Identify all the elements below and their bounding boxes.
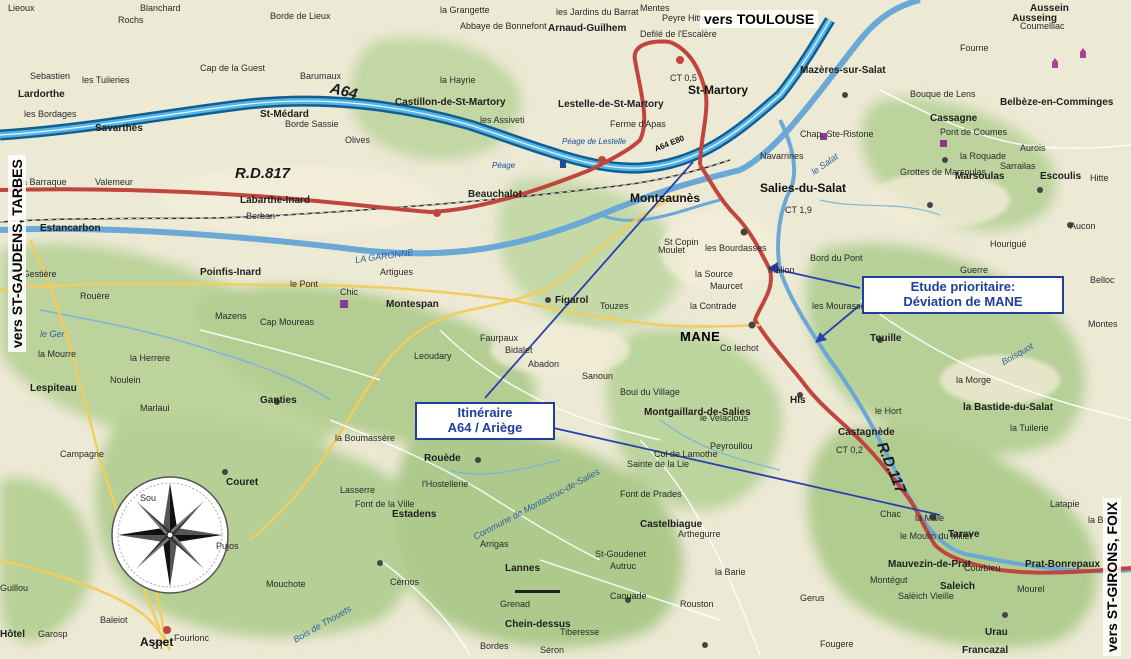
creek-2 [659,419,781,471]
direction-east-label: vers ST-GIRONS, FOIX [1103,497,1121,656]
river-branch [599,198,721,222]
arrow-line-1 [769,267,861,289]
route-callout-line2: A64 / Ariège [447,419,523,435]
village-markers [163,56,1073,648]
arrow-head-1 [768,262,778,274]
direction-west-label: vers ST-GAUDENS, TARBES [8,155,26,352]
creek-1 [449,459,561,475]
a64-motorway-center [0,19,831,169]
arrow-line-2 [817,304,861,341]
study-callout-line1: Etude prioritaire: [910,279,1016,294]
river-salat [776,119,1131,574]
railway-dash [0,159,731,223]
scale-bar [515,590,560,593]
compass-rose-icon [111,476,229,594]
itinerary-line-north [484,161,694,399]
road-st-martory [669,40,709,166]
direction-north-label: vers TOULOUSE [700,10,819,28]
route-callout: Itinéraire A64 / Ariège [415,402,555,440]
study-callout: Etude prioritaire: Déviation de MANE [862,276,1064,314]
castle-icon [340,133,947,308]
route-callout-line1: Itinéraire [457,405,513,420]
creek-3 [819,199,941,216]
creek-ger [39,309,331,401]
minor-roads [199,89,1131,656]
toll-icon [560,160,566,168]
rd117-road [698,163,1131,575]
arrow-head-2 [815,332,827,343]
church-icon [1052,48,1086,68]
itinerary-line-east [539,424,941,516]
study-callout-line2: Déviation de MANE [903,293,1023,309]
rd817-road [0,39,671,215]
